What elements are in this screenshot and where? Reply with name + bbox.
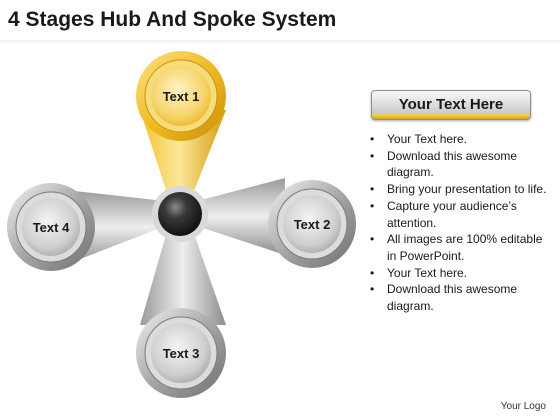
panel-header-accent <box>372 114 530 119</box>
list-item: • Capture your audience’s attention. <box>370 198 550 231</box>
bullet-icon: • <box>370 132 375 146</box>
list-item: • Your Text here. <box>370 265 550 282</box>
stage-node-1: Text 1 <box>136 51 226 141</box>
stage-node-4: Text 4 <box>7 183 95 271</box>
list-item: • Bring your presentation to life. <box>370 181 550 198</box>
stage-node-3: Text 3 <box>136 308 226 398</box>
bullet-text: All images are 100% editable in PowerPoi… <box>387 232 543 263</box>
bullet-icon: • <box>370 282 375 297</box>
stage-label-2: Text 2 <box>294 217 331 232</box>
stage-label-4: Text 4 <box>33 220 70 235</box>
bullet-text: Download this awesome diagram. <box>387 282 518 314</box>
page-title: 4 Stages Hub And Spoke System <box>8 8 337 31</box>
stage-label-3: Text 3 <box>163 346 200 361</box>
spoke-2 <box>197 178 285 255</box>
stage-node-2: Text 2 <box>268 180 356 268</box>
panel-header: Your Text Here <box>371 90 531 120</box>
bullet-icon: • <box>370 232 375 247</box>
list-item: • Your Text here. <box>370 131 550 148</box>
stage-label-1: Text 1 <box>163 89 200 104</box>
list-item: • Download this awesome diagram. <box>370 281 550 314</box>
bullet-text: Capture your audience’s attention. <box>387 198 517 230</box>
bullet-text: Download this awesome diagram. <box>387 148 518 180</box>
list-item: • All images are 100% editable in PowerPo… <box>370 231 550 264</box>
hub-center <box>152 186 208 242</box>
title-divider <box>0 40 560 44</box>
bullet-text: Your Text here. <box>387 132 468 146</box>
bullet-icon: • <box>370 148 375 163</box>
bullet-text: Bring your presentation to life. <box>387 182 547 197</box>
list-item: • Download this awesome diagram. <box>370 148 550 181</box>
footer-logo: Your Logo <box>500 401 546 412</box>
bullet-list: • Your Text here. • Download this awesome … <box>370 131 550 315</box>
panel-header-text: Your Text Here <box>398 96 504 113</box>
bullet-icon: • <box>370 198 375 213</box>
bullet-icon: • <box>370 182 375 197</box>
spoke-3 <box>140 228 226 325</box>
bullet-icon: • <box>370 265 375 280</box>
bullet-text: Your Text here. <box>387 265 468 280</box>
